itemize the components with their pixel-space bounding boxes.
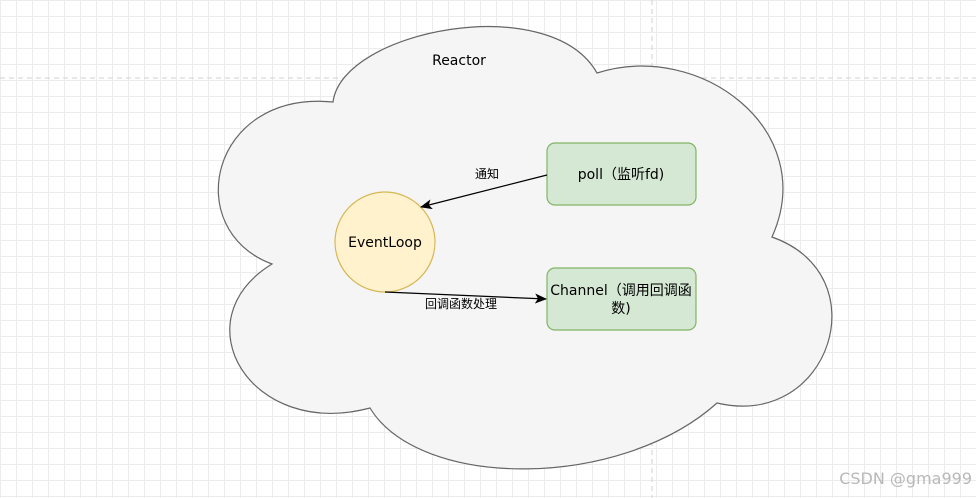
reactor-cloud[interactable] [217,26,833,470]
poll-node-label: poll（监听fd) [578,167,665,183]
channel-node-label-line2: 数) [611,301,630,317]
cloud-label: Reactor [432,53,486,69]
notify-arrow-label: 通知 [475,167,499,181]
poll-node[interactable] [546,142,697,206]
channel-node[interactable] [546,267,697,331]
notify-arrow[interactable] [420,174,548,210]
channel-node-label-line1: Channel（调用回调函 [550,283,691,299]
callback-arrow-label: 回调函数处理 [425,296,497,311]
eventloop-node-label: EventLoop [348,235,422,251]
csdn-watermark: CSDN @gma999 [839,469,972,488]
callback-arrow[interactable] [384,291,547,304]
